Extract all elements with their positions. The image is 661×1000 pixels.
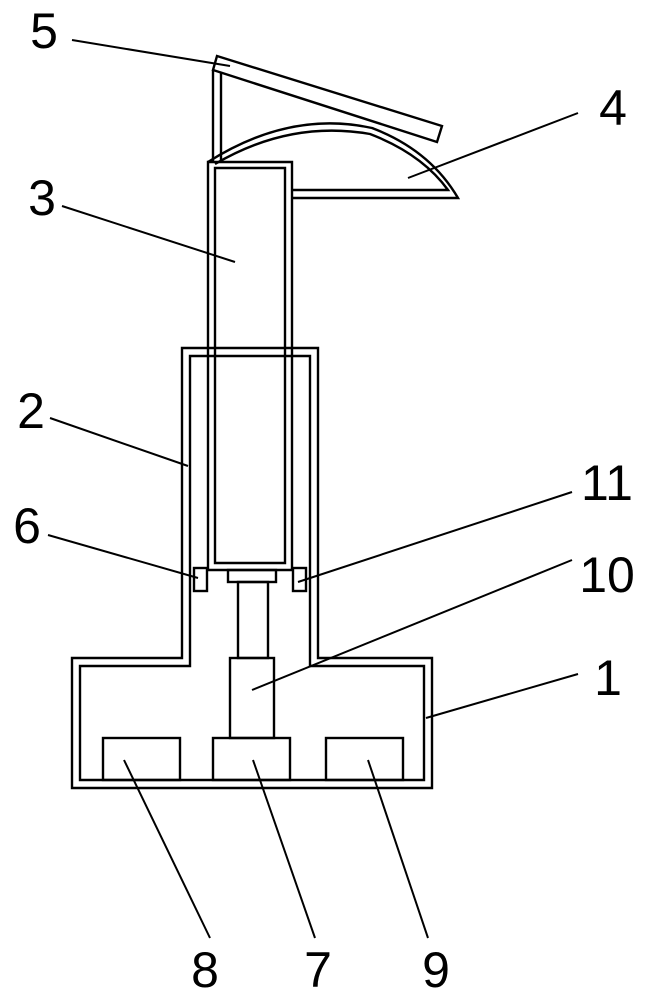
label-5: 5 — [30, 3, 58, 59]
inclined-plate — [211, 54, 444, 162]
base-housing-outer-wall — [70, 346, 434, 790]
label-4: 4 — [599, 80, 627, 136]
base-housing-inner-wall — [78, 354, 426, 782]
base-housing — [70, 346, 434, 790]
leader-line-2 — [49, 417, 189, 467]
leader-line-3 — [61, 205, 236, 263]
label-3: 3 — [28, 170, 56, 226]
label-2: 2 — [17, 383, 45, 439]
curved-cover — [207, 122, 461, 200]
label-6: 6 — [13, 498, 41, 554]
label-9: 9 — [422, 942, 450, 998]
leader-lines — [47, 39, 579, 939]
label-11: 11 — [581, 455, 633, 511]
label-7: 7 — [304, 942, 332, 998]
leader-line-11 — [297, 491, 573, 583]
leader-line-10 — [251, 559, 573, 691]
label-10: 10 — [579, 547, 635, 603]
leader-line-9 — [367, 759, 429, 939]
rod-flange — [226, 568, 278, 584]
left-block — [101, 736, 182, 782]
column-inner-wall — [213, 166, 287, 565]
leader-line-1 — [425, 673, 579, 719]
label-1: 1 — [594, 650, 622, 706]
center-block — [211, 736, 292, 782]
telescopic-rod — [226, 568, 278, 740]
plate-support-post — [211, 70, 223, 162]
leader-line-8 — [123, 759, 211, 939]
leader-line-4 — [407, 112, 579, 179]
left-guide-block — [192, 566, 209, 593]
reference-numerals: 5 4 3 2 6 11 10 1 8 7 9 — [13, 3, 635, 998]
right-block — [324, 736, 405, 782]
label-8: 8 — [191, 942, 219, 998]
column-outer-wall — [206, 160, 294, 572]
curved-cover-inner — [214, 129, 451, 192]
column — [206, 160, 294, 572]
inclined-plate-body — [211, 54, 444, 144]
rod-cylinder — [228, 656, 276, 740]
leader-line-7 — [252, 759, 316, 939]
rod-upper-shaft — [236, 580, 270, 660]
leader-line-5 — [71, 39, 231, 67]
leader-line-6 — [47, 534, 199, 579]
curved-cover-outer — [207, 122, 461, 200]
